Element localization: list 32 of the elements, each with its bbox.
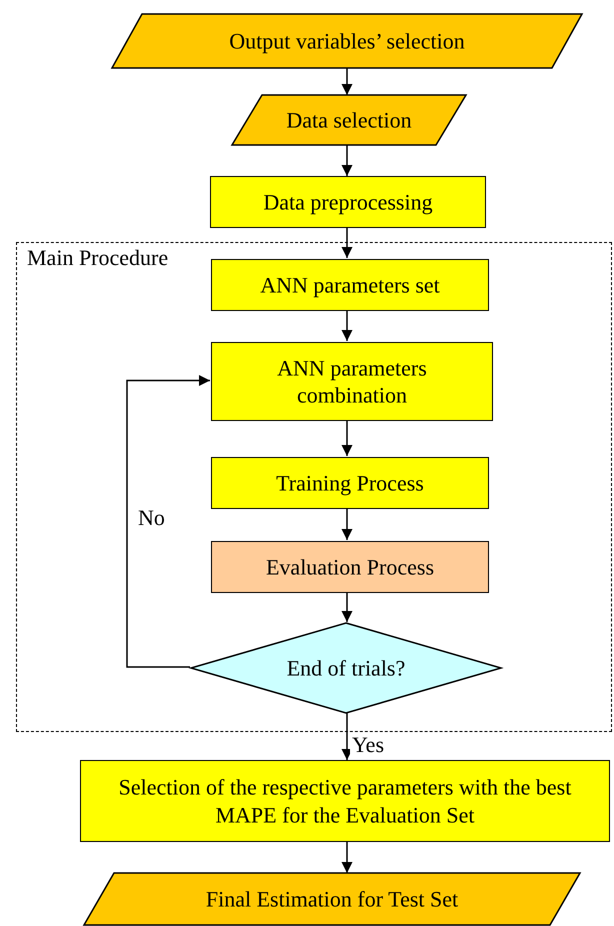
node-label: ANN parameters combination bbox=[276, 354, 428, 409]
node-label: Output variables’ selection bbox=[228, 27, 466, 55]
process-box bbox=[210, 176, 486, 228]
arrow bbox=[342, 592, 352, 622]
decision-diamond bbox=[191, 623, 501, 713]
arrow bbox=[342, 842, 352, 873]
arrow bbox=[126, 375, 210, 668]
process-box bbox=[80, 760, 610, 842]
arrow bbox=[342, 145, 352, 176]
process-box bbox=[211, 457, 489, 509]
node-label: Evaluation Process bbox=[264, 553, 436, 581]
arrow bbox=[342, 68, 352, 95]
node-label: Training Process bbox=[275, 469, 425, 497]
node-label: Data selection bbox=[285, 106, 413, 134]
dashed-group-box bbox=[16, 242, 612, 732]
arrow bbox=[342, 228, 352, 258]
process-box bbox=[211, 259, 489, 311]
node-label: ANN parameters set bbox=[259, 271, 441, 299]
process-box bbox=[211, 541, 489, 593]
input-output-parallelogram bbox=[232, 95, 466, 145]
input-output-parallelogram bbox=[84, 873, 580, 925]
group-heading: Main Procedure bbox=[27, 245, 168, 271]
arrow bbox=[342, 508, 352, 540]
node-label: Data preprocessing bbox=[262, 188, 434, 216]
node-label: Selection of the respective parameters with the best MAPE for the Evaluation Set bbox=[118, 774, 572, 828]
arrow bbox=[342, 310, 352, 341]
arrow bbox=[342, 420, 352, 456]
node-label: End of trials? bbox=[286, 654, 406, 682]
input-output-parallelogram bbox=[112, 14, 582, 68]
process-box bbox=[211, 342, 493, 421]
node-label: Final Estimation for Test Set bbox=[204, 885, 460, 913]
arrow bbox=[342, 712, 352, 760]
